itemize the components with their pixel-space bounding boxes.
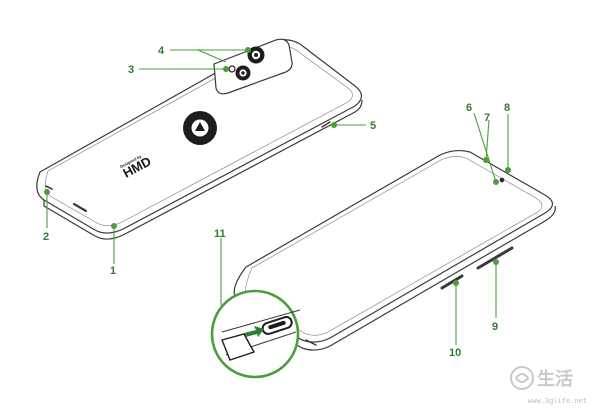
callout-1: 1 <box>110 265 116 277</box>
phone-back-body <box>36 39 363 234</box>
volume-button <box>476 246 514 270</box>
side-button-back <box>321 121 331 128</box>
camera-module <box>213 38 293 95</box>
flash-icon <box>228 65 236 73</box>
phone-front-side <box>239 205 556 351</box>
callout-9: 9 <box>492 321 498 333</box>
watermark-logo-icon <box>510 366 534 390</box>
callout-numbers: 1 2 3 4 5 6 7 8 9 10 11 <box>43 45 510 359</box>
usb-port-back <box>72 202 88 213</box>
callout-5: 5 <box>370 120 376 132</box>
power-button <box>440 274 464 290</box>
hmd-wordmark: HMD <box>120 154 153 181</box>
watermark-text: 生活 <box>537 368 573 390</box>
callout-lines <box>46 49 509 345</box>
usb-port-magnifier <box>210 289 301 379</box>
brand-wordmark: Designed by HMD <box>119 153 154 181</box>
watermark-url: www.3glife.net <box>528 397 587 405</box>
callout-10: 10 <box>449 347 461 359</box>
insert-arrow-icon <box>244 326 264 337</box>
callout-6: 6 <box>466 102 472 114</box>
speaker-front <box>305 339 317 346</box>
callout-7: 7 <box>484 112 490 124</box>
speaker-back <box>45 185 53 190</box>
callout-3: 3 <box>128 64 134 76</box>
callout-4: 4 <box>158 45 165 57</box>
watermark: 生活 www.3glife.net <box>510 366 587 405</box>
usb-c-cable <box>221 333 256 361</box>
callout-8: 8 <box>504 102 510 114</box>
brand-emblem <box>183 111 217 145</box>
callout-11: 11 <box>214 228 226 240</box>
callout-2: 2 <box>43 231 49 243</box>
phone-back-side <box>43 99 363 240</box>
front-camera <box>499 177 505 183</box>
callout-dots <box>44 47 511 286</box>
